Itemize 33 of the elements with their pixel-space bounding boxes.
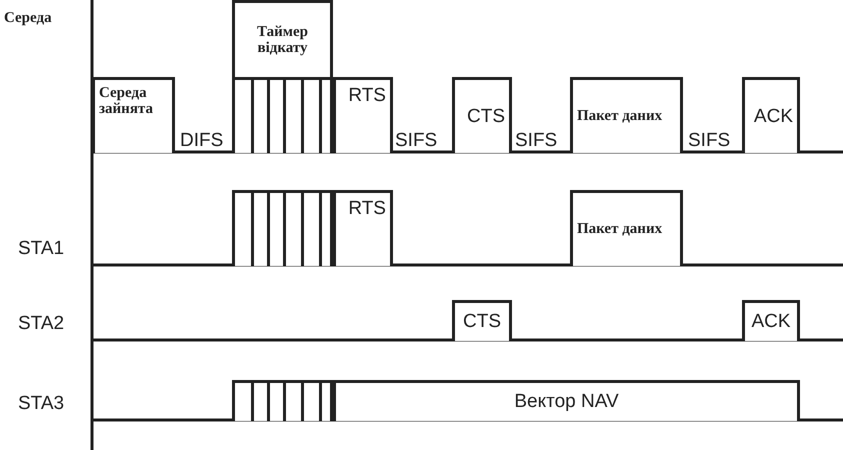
frame-label: ACK bbox=[751, 312, 791, 332]
frame-block bbox=[742, 300, 800, 341]
frame-block bbox=[333, 190, 393, 266]
frame-label: RTS bbox=[348, 199, 386, 219]
interval-label: SIFS bbox=[515, 130, 558, 152]
row-label: STA3 bbox=[18, 393, 64, 415]
frame-label: Вектор NAV bbox=[514, 392, 619, 412]
timer-box bbox=[232, 0, 333, 78]
frame-label: Середа зайнята bbox=[99, 86, 154, 118]
backoff-slots-block bbox=[232, 190, 333, 266]
row-label: STA1 bbox=[18, 238, 64, 260]
frame-block bbox=[333, 77, 393, 153]
row-label: STA2 bbox=[18, 313, 64, 335]
backoff-slots-block bbox=[232, 380, 333, 421]
frame-label: Таймер відкату bbox=[256, 24, 309, 56]
busy-medium-frame bbox=[92, 77, 175, 153]
interval-label: DIFS bbox=[180, 130, 224, 152]
frame-block bbox=[742, 77, 800, 153]
frame-label: CTS bbox=[463, 312, 501, 332]
interval-label: SIFS bbox=[688, 130, 730, 152]
frame-label: Пакет даних bbox=[577, 222, 662, 238]
frame-label: ACK bbox=[754, 106, 793, 126]
interval-label: SIFS bbox=[395, 130, 438, 152]
frame-label: RTS bbox=[348, 86, 386, 106]
frame-label: Пакет даних bbox=[577, 108, 662, 124]
frame-block bbox=[452, 300, 512, 341]
data-frame-block bbox=[570, 77, 683, 153]
frame-block bbox=[452, 77, 512, 153]
frame-label: CTS bbox=[467, 106, 505, 126]
data-frame-block bbox=[570, 190, 683, 266]
row-label: Середа bbox=[4, 10, 52, 27]
nav-vector-block bbox=[333, 380, 800, 421]
backoff-slots-block bbox=[232, 77, 333, 153]
